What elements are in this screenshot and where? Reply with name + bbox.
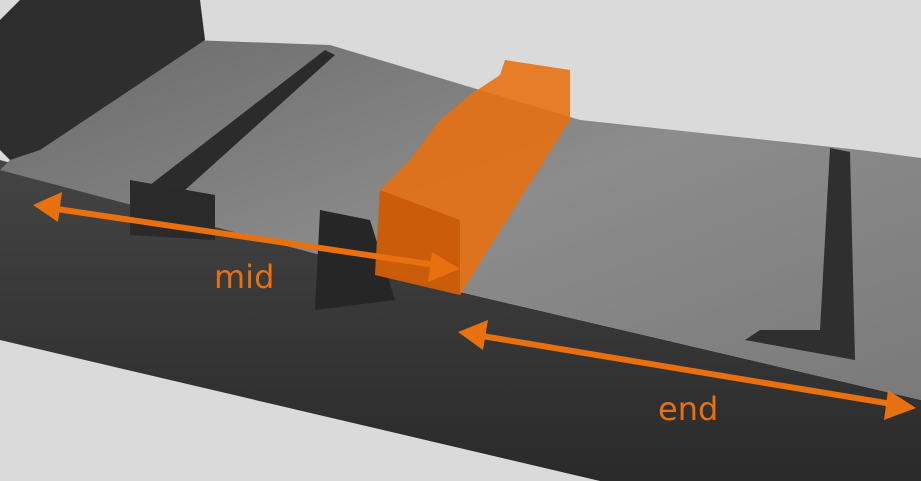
groove-front-mid (315, 210, 395, 310)
mid-label: mid (214, 258, 275, 296)
groove-right (745, 148, 855, 360)
groove-left (150, 50, 335, 190)
end-dimension-arrow (458, 320, 916, 420)
end-label: end (658, 390, 719, 428)
mid-dimension-arrow (33, 192, 460, 282)
block-front-face (0, 160, 921, 481)
stepped-back-section (0, 0, 205, 160)
